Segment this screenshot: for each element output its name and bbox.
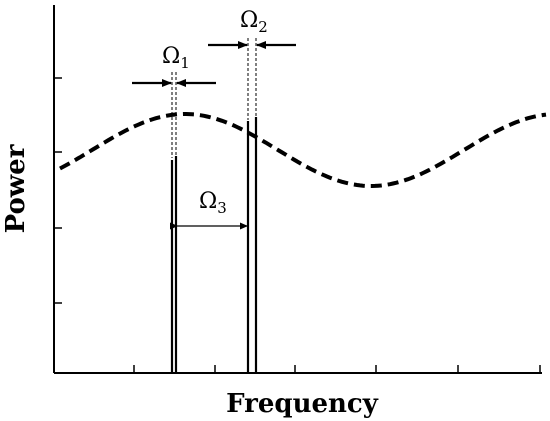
- spectral-lines: [170, 117, 258, 373]
- omega3-label: Ω3: [199, 189, 227, 217]
- y-axis-title: Power: [1, 144, 31, 233]
- omega1-label: Ω1: [162, 44, 190, 72]
- x-axis-title: Frequency: [226, 389, 379, 419]
- x-ticks: [133, 365, 541, 373]
- gain-envelope-curve: [59, 112, 547, 188]
- omega2-label: Ω2: [240, 8, 268, 36]
- y-ticks: [54, 77, 62, 304]
- guide-lines: [171, 38, 257, 158]
